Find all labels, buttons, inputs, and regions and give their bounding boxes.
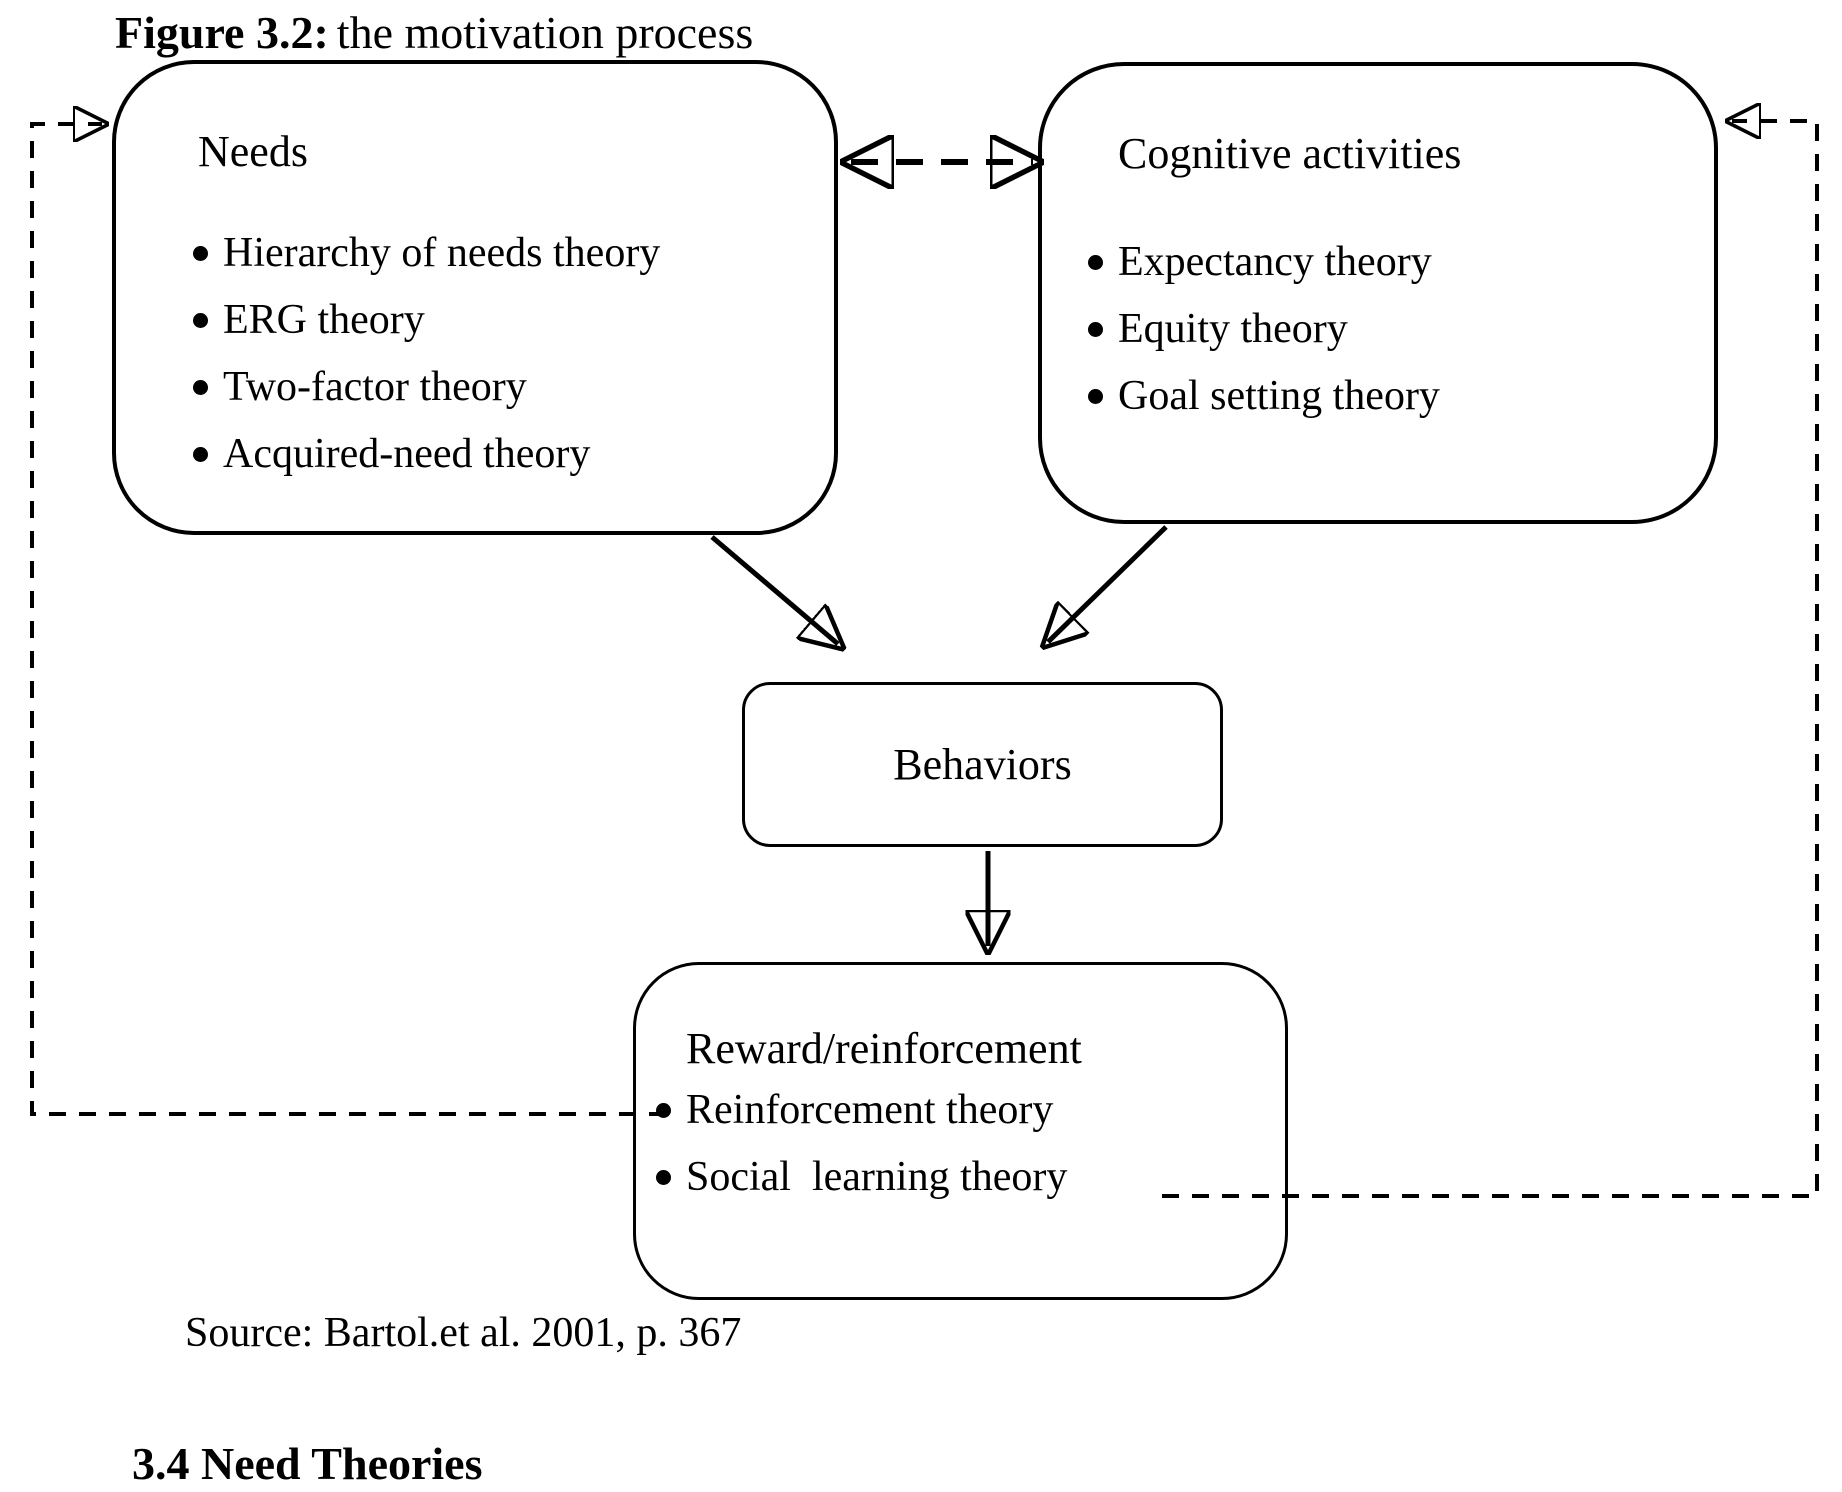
list-item: Social learning theory <box>656 1144 1265 1211</box>
list-item: Goal setting theory <box>1088 363 1694 430</box>
cognitive-activities-box: Cognitive activities Expectancy theory E… <box>1038 62 1718 524</box>
figure-caption-text: the motivation process <box>336 7 754 58</box>
needs-box-title: Needs <box>198 127 308 176</box>
list-item: Acquired-need theory <box>193 421 814 488</box>
list-item: Equity theory <box>1088 296 1694 363</box>
behaviors-box-title: Behaviors <box>893 740 1072 789</box>
section-heading: 3.4 Need Theories <box>132 1438 483 1489</box>
needs-to-behaviors-arrow <box>710 535 838 644</box>
behaviors-box: Behaviors <box>742 682 1223 847</box>
list-item: Expectancy theory <box>1088 229 1694 296</box>
list-item: Two-factor theory <box>193 354 814 421</box>
reward-box-list: Reinforcement theory Social learning the… <box>656 1077 1265 1211</box>
cognitive-to-behaviors-arrow <box>1048 525 1168 642</box>
list-item: Reinforcement theory <box>656 1077 1265 1144</box>
cognitive-box-title: Cognitive activities <box>1118 129 1462 178</box>
figure-caption-label: Figure 3.2: <box>115 7 329 58</box>
source-note: Source: Bartol.et al. 2001, p. 367 <box>185 1310 742 1356</box>
list-item: ERG theory <box>193 287 814 354</box>
figure-caption: Figure 3.2:the motivation process <box>115 6 753 59</box>
cognitive-box-list: Expectancy theory Equity theory Goal set… <box>1088 229 1694 430</box>
needs-box: Needs Hierarchy of needs theory ERG theo… <box>112 60 838 535</box>
needs-box-list: Hierarchy of needs theory ERG theory Two… <box>193 220 814 488</box>
list-item: Hierarchy of needs theory <box>193 220 814 287</box>
reward-box-title: Reward/reinforcement <box>686 1024 1082 1073</box>
reward-reinforcement-box: Reward/reinforcement Reinforcement theor… <box>633 962 1288 1300</box>
